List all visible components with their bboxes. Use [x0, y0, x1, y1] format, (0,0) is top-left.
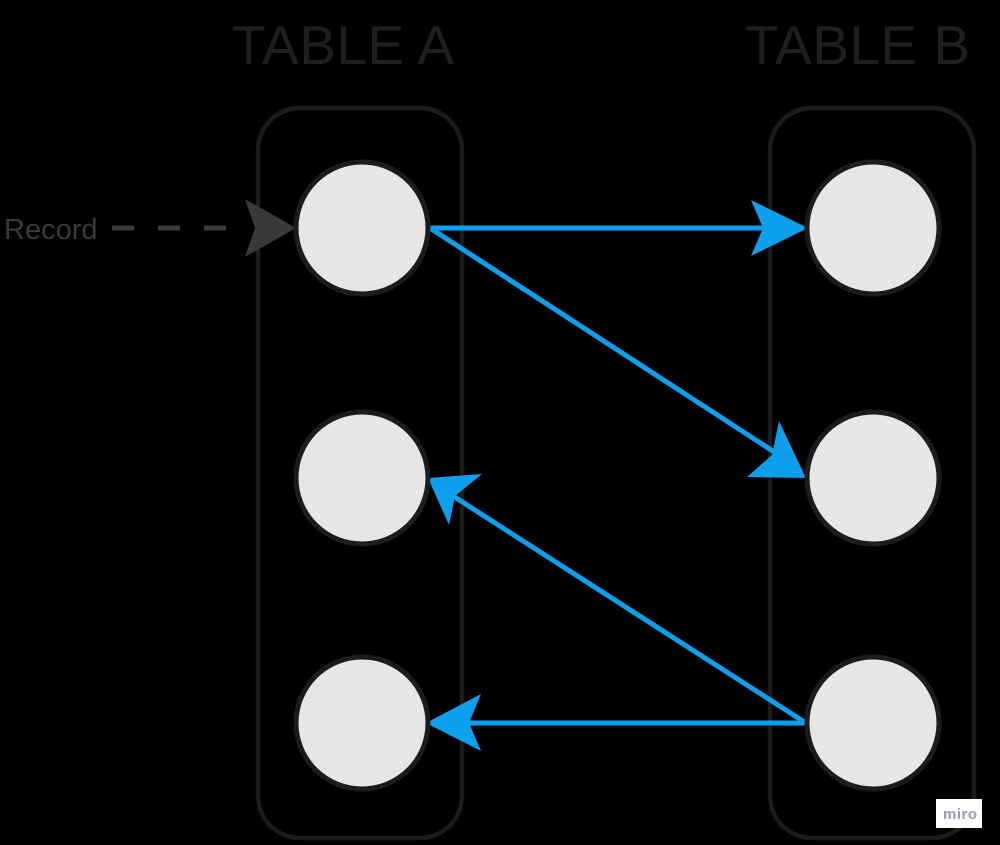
table-b-title: TABLE B	[745, 14, 971, 76]
record-arrowhead-icon	[245, 199, 296, 257]
node-a1[interactable]	[293, 159, 431, 297]
arrowhead-right-icon	[751, 200, 808, 256]
relation-line	[428, 225, 787, 462]
arrowhead-diagonal-icon	[747, 421, 806, 478]
node-b2[interactable]	[804, 409, 942, 547]
relation-a1-to-b1[interactable]	[430, 200, 808, 256]
watermark-background	[936, 799, 982, 828]
node-b3[interactable]	[804, 654, 942, 792]
relation-line	[448, 491, 808, 726]
arrowhead-diagonal-icon	[428, 474, 482, 525]
table-a-title: TABLE A	[232, 14, 455, 76]
watermark-label: miro	[943, 806, 978, 823]
arrowhead-left-icon	[426, 694, 481, 751]
miro-watermark: miro	[936, 799, 982, 828]
relation-a1-to-b2[interactable]	[428, 225, 806, 478]
record-flow-group: Record	[4, 199, 296, 257]
record-label: Record	[4, 214, 98, 246]
node-a2[interactable]	[293, 409, 431, 547]
node-b1[interactable]	[804, 159, 942, 297]
table-a-frame[interactable]	[255, 105, 465, 841]
relation-b3-to-a3[interactable]	[426, 694, 806, 751]
node-a3[interactable]	[293, 654, 431, 792]
relation-b3-to-a2[interactable]	[428, 474, 808, 726]
